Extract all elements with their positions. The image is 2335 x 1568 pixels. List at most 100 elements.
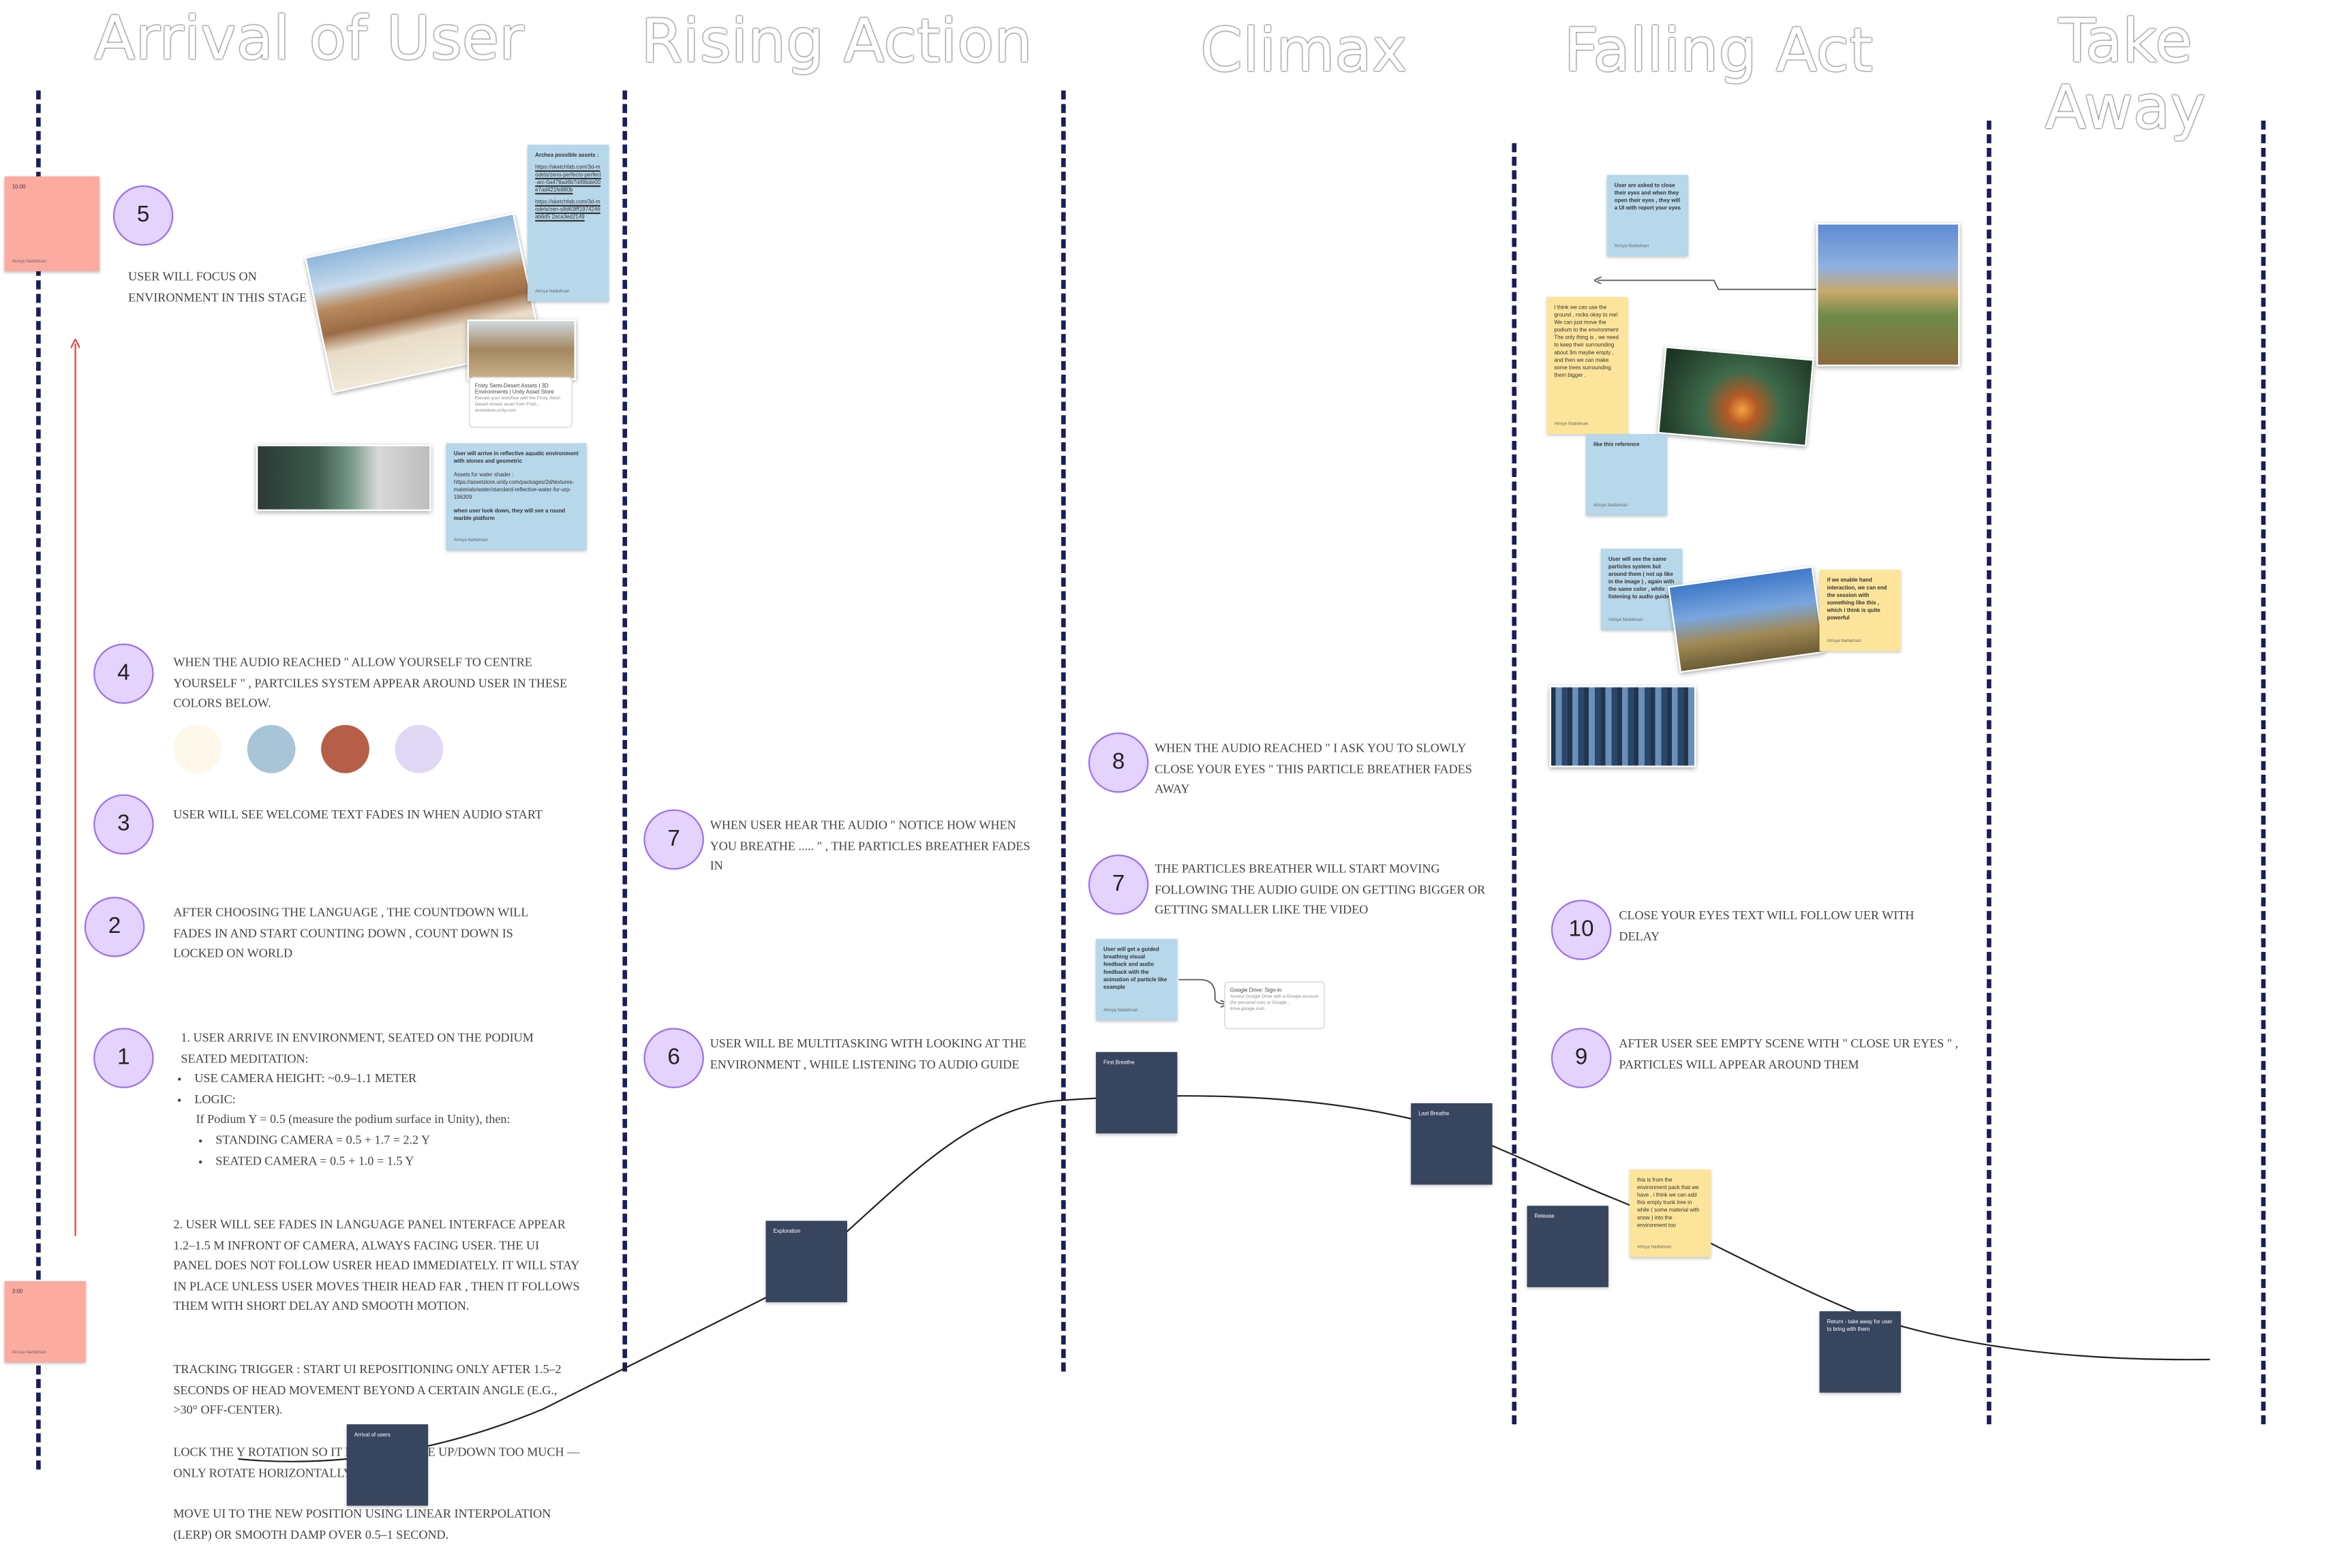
card-title: Fristy Semi-Desert Assets | 3D Environme…: [474, 382, 554, 395]
stage-title-take-away: Take Away: [2045, 7, 2206, 144]
lerp-description: Move UI to the new position using linear…: [173, 1507, 551, 1541]
step-badge: 7: [643, 809, 704, 870]
bullet-item: Standing Camera = 0.5 + 1.7 = 2.2 Y: [215, 1131, 580, 1151]
step-badge: 8: [1088, 732, 1149, 793]
step-1-description: 1. User arrive in environment, seated on…: [173, 1028, 580, 1171]
sticky-body: I think we can use the ground , rocks ok…: [1554, 304, 1619, 379]
connector-arrow: [1178, 979, 1224, 1004]
step-description: User will see welcome text fades in when…: [173, 808, 543, 822]
step-badge: 2: [84, 896, 145, 957]
forest-trunk-sticky[interactable]: this is from the environment pack that w…: [1629, 1169, 1711, 1257]
sticky-title: Archea possible assets :: [535, 152, 599, 159]
guided-breathing-sticky[interactable]: User will get a guided breathing visual …: [1095, 938, 1178, 1021]
sticky-title: User will arrive in reflective aquatic e…: [453, 450, 579, 465]
reference-sticky[interactable]: like this reference Atrisya Nadiahsari: [1585, 433, 1668, 516]
google-drive-card[interactable]: Google Drive: Sign-in Access Google Driv…: [1223, 981, 1326, 1030]
step-description: After user see empty scene with " Close …: [1619, 1036, 1959, 1071]
step-description: When user hear the audio " notice how wh…: [709, 818, 1031, 874]
sticky-signature: Atrisya Nadiahsari: [12, 258, 46, 264]
stage-title-falling-act: Falling Act: [1563, 16, 1874, 87]
divider-line: [36, 90, 41, 1470]
step-1-item: 1. User arrive in environment, seated on…: [181, 1030, 534, 1065]
sticky-signature: Atrisya Nadiahsari: [1554, 420, 1589, 427]
sticky-signature: Atrisya Nadiahsari: [1614, 243, 1649, 249]
stage-title-climax: Climax: [1200, 16, 1408, 87]
step-badge: 1: [93, 1028, 154, 1088]
card-title: Google Drive: Sign-in: [1230, 987, 1282, 994]
timer-sticky-end[interactable]: 3:00 Atrisya Nadiahsari: [4, 1280, 87, 1363]
asset-link[interactable]: https://sketchfab.com/3d-models/zeno-per…: [535, 164, 601, 194]
hand-interaction-sticky[interactable]: if we enable hand interaction, we can en…: [1819, 570, 1902, 651]
step-badge: 10: [1551, 900, 1612, 960]
sticky-signature: Atrisya Nadiahsari: [1636, 1243, 1672, 1250]
unity-asset-card[interactable]: Fristy Semi-Desert Assets | 3D Environme…: [468, 376, 573, 429]
divider-line: [1512, 143, 1517, 1425]
sticky-signature: Atrisya Nadiahsari: [535, 288, 570, 294]
card-description: Elevate your workflow with the Fristy Se…: [474, 395, 562, 408]
step-badge: 9: [1551, 1028, 1612, 1088]
timer-text: 10:00: [12, 183, 26, 190]
curve-point-label: Release: [1534, 1213, 1555, 1220]
sticky-body: User will get a guided breathing visual …: [1103, 946, 1168, 991]
sticky-signature: Atrisya Nadiahsari: [1827, 637, 1861, 644]
sticky-signature: Atrisya Nadiahsari: [453, 536, 488, 543]
card-url[interactable]: assetstore.unity.com: [474, 407, 517, 414]
stage-title-arrival: Arrival of User: [94, 4, 524, 74]
close-eyes-sticky[interactable]: User are asked to close their eyes and w…: [1606, 174, 1689, 256]
sticky-body: User will see the same particles system …: [1608, 556, 1675, 600]
tracking-trigger-description: Tracking Trigger : Start UI repositionin…: [173, 1362, 562, 1417]
step-1-bullets: Use camera height: ~0.9–1.1 meter Logic:: [173, 1069, 580, 1110]
curve-point-arrival[interactable]: Arrival of users: [346, 1424, 429, 1506]
step-description: User will focus on environment in this s…: [127, 269, 307, 304]
journey-curve: [238, 1095, 2210, 1462]
asset-link[interactable]: https://sketchfab.com/3d-models/zen-s8d6…: [535, 198, 600, 220]
curve-point-return[interactable]: Return - take away for user to bring wit…: [1819, 1311, 1902, 1393]
step-description: When the audio reached " I ask you to sl…: [1155, 741, 1472, 797]
bullet-item: Use camera height: ~0.9–1.1 meter: [194, 1069, 580, 1090]
color-swatch-lavender: [395, 724, 444, 773]
mountain-forest-photo: [1816, 223, 1960, 367]
curve-point-exploration[interactable]: Exploration: [765, 1220, 848, 1302]
archea-assets-sticky[interactable]: Archea possible assets : https://sketchf…: [528, 144, 609, 302]
sticky-signature: Atrisya Nadiahsari: [12, 1349, 46, 1355]
curve-point-last-breathe[interactable]: Last Breathe: [1411, 1103, 1493, 1185]
divider-line: [2261, 120, 2266, 1425]
sticky-signature: Atrisya Nadiahsari: [1608, 616, 1643, 623]
bullet-item: Seated Camera = 0.5 + 1.0 = 1.5 Y: [215, 1151, 580, 1171]
step-badge: 7: [1088, 855, 1149, 915]
water-environment-screenshot: [256, 444, 431, 511]
card-description: Access Google Drive with a Google accoun…: [1230, 993, 1319, 1006]
water-environment-sticky[interactable]: User will arrive in reflective aquatic e…: [446, 443, 587, 551]
card-url[interactable]: drive.google.com: [1230, 1005, 1265, 1012]
curve-point-label: Exploration: [773, 1228, 801, 1235]
particles-sticky[interactable]: User will see the same particles system …: [1600, 549, 1683, 630]
step-badge: 4: [93, 643, 154, 704]
step-description: When the audio reached " Allow yourself …: [173, 656, 568, 711]
sticky-signature: Atrisya Nadiahsari: [1103, 1006, 1138, 1013]
sticky-assets[interactable]: Assets for water shader : https://assets…: [453, 472, 575, 501]
language-panel-description: 2. User will see fades in language panel…: [173, 1218, 580, 1314]
ground-rocks-sticky[interactable]: I think we can use the ground , rocks ok…: [1546, 296, 1628, 434]
bullet-item: Logic:: [194, 1090, 580, 1110]
color-swatch-cream: [173, 724, 222, 773]
sticky-signature: Atrisya Nadiahsari: [1593, 502, 1628, 508]
curve-point-first-breathe[interactable]: First Breathe: [1095, 1051, 1178, 1134]
step-description: After choosing the language , the countd…: [173, 906, 528, 961]
step-description: User will be multitasking with looking a…: [709, 1036, 1026, 1071]
sticky-body: like this reference: [1593, 442, 1640, 448]
connector-arrow: [1598, 280, 1817, 290]
campfire-photo: [1658, 346, 1814, 447]
logic-intro: If Podium Y = 0.5 (measure the podium su…: [196, 1113, 510, 1127]
stage-title-rising-action: Rising Action: [641, 7, 1033, 77]
sticky-body: this is from the environment pack that w…: [1636, 1177, 1700, 1229]
divider-line: [1987, 120, 1991, 1425]
timer-sticky-start[interactable]: 10:00 Atrisya Nadiahsari: [4, 176, 100, 272]
sticky-body: User are asked to close their eyes and w…: [1614, 182, 1681, 211]
sticky-body: if we enable hand interaction, we can en…: [1827, 577, 1887, 621]
step-badge: 6: [643, 1028, 704, 1088]
curve-point-release[interactable]: Release: [1527, 1205, 1608, 1287]
color-swatch-rust: [321, 724, 369, 773]
step-description: Close your eyes text will follow uer wit…: [1619, 908, 1914, 943]
